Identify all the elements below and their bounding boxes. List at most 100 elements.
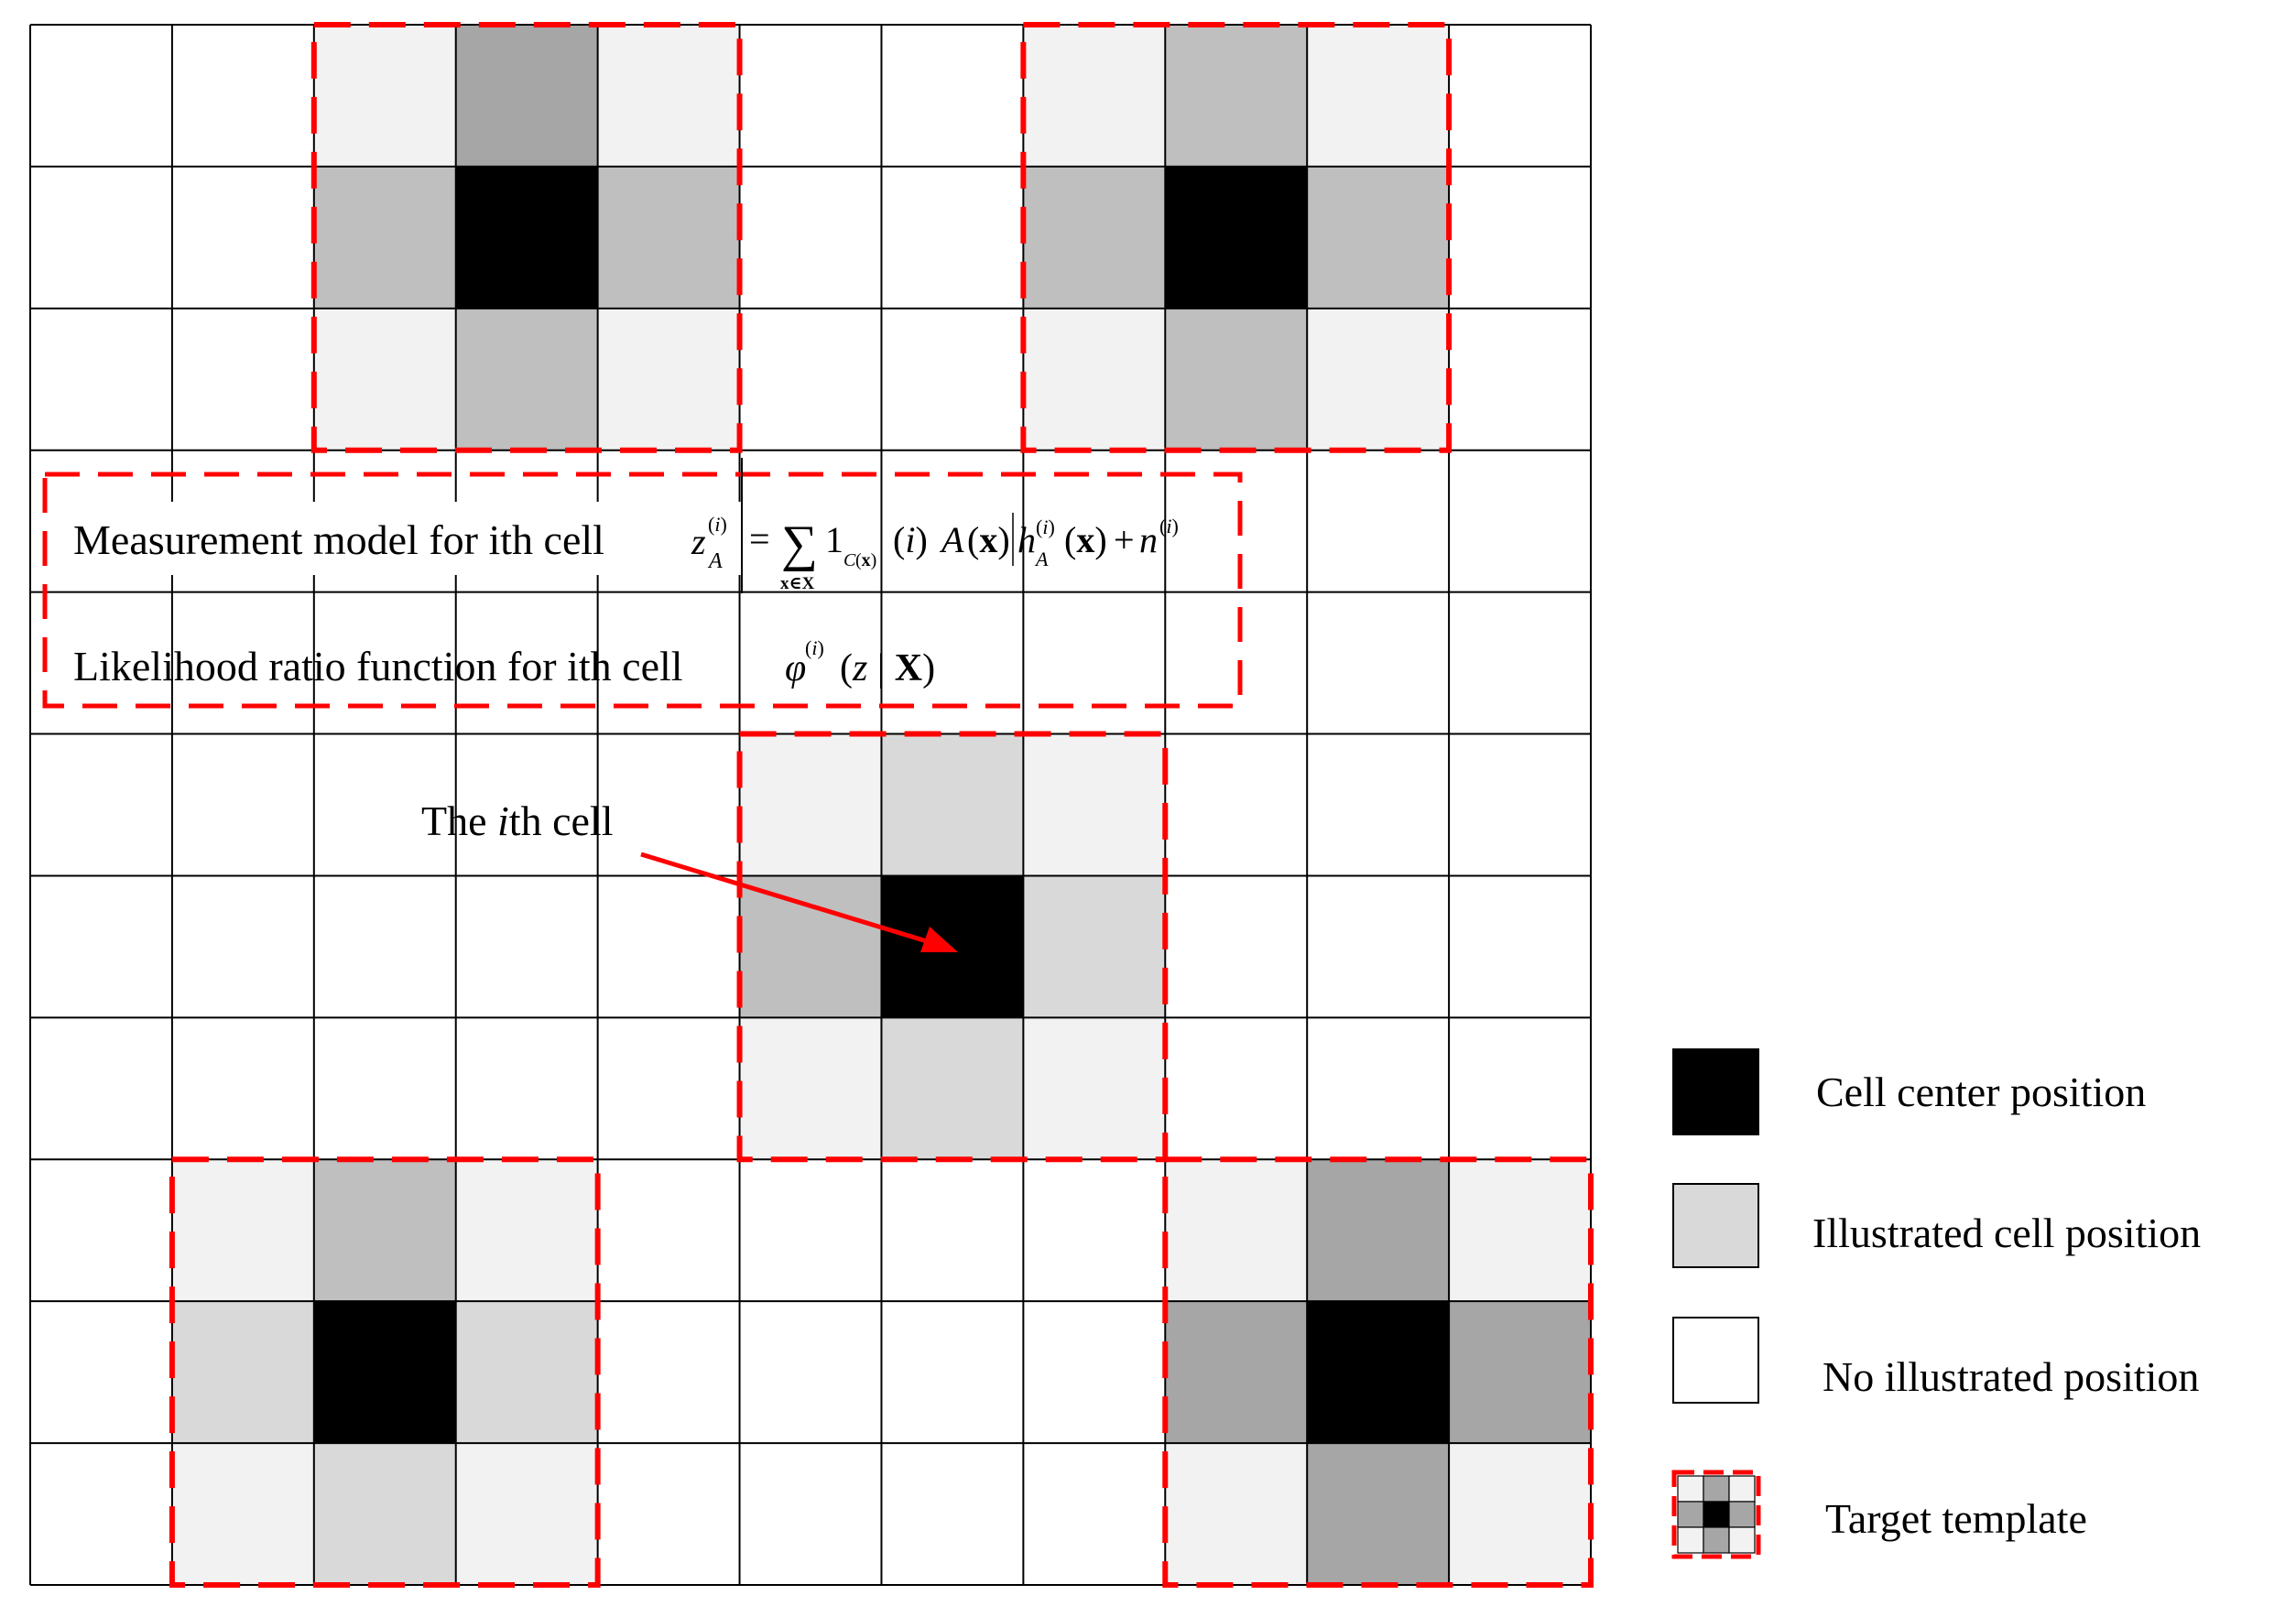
- grid-cell: [1165, 166, 1308, 309]
- model-box-border: [42, 472, 1243, 709]
- legend-template-cell: [1728, 1475, 1756, 1503]
- grid-cell: [313, 25, 456, 167]
- grid-cell: [739, 1017, 882, 1160]
- grid-cell: [1023, 166, 1166, 309]
- grid-cell: [1023, 1017, 1166, 1160]
- grid-cell: [881, 1017, 1024, 1160]
- svg-text:(i): (i): [1036, 515, 1055, 538]
- ith-cell-arrow-head: [920, 927, 958, 952]
- grid-cell: [597, 308, 740, 450]
- grid-cell: [1449, 1159, 1591, 1302]
- svg-text:x∈X: x∈X: [780, 574, 815, 593]
- grid-cell: [597, 166, 740, 309]
- svg-text:z: z: [691, 521, 706, 562]
- grid-cell: [313, 1159, 456, 1302]
- grid-cell: [1307, 1443, 1450, 1585]
- grid-cells: [171, 25, 1591, 1585]
- grid-cell: [1165, 308, 1308, 450]
- svg-text:(z | X): (z | X): [840, 647, 935, 689]
- legend-swatch-illustrated: [1672, 1183, 1759, 1268]
- grid-cell: [1307, 308, 1450, 450]
- svg-text:φ: φ: [785, 647, 806, 689]
- legend-swatch-template: [1671, 1470, 1761, 1559]
- legend-template-cell: [1703, 1526, 1730, 1554]
- grid-cell: [313, 166, 456, 309]
- ith-cell-arrow-shaft: [640, 852, 928, 944]
- grid-cell: [455, 1301, 598, 1444]
- grid-cell: [739, 733, 882, 876]
- legend-label-none: No illustrated position: [1823, 1353, 2199, 1400]
- grid-cell: [455, 1159, 598, 1302]
- grid-cell: [455, 166, 598, 309]
- svg-text:A: A: [707, 549, 723, 573]
- legend-label-template: Target template: [1825, 1495, 2087, 1542]
- grid-cell: [455, 1443, 598, 1585]
- svg-text:1: 1: [825, 519, 843, 560]
- grid-cell: [1165, 1159, 1308, 1302]
- svg-text:∑: ∑: [781, 515, 818, 572]
- grid-cell: [313, 1301, 456, 1444]
- grid-cell: [1165, 1443, 1308, 1585]
- svg-text:A: A: [939, 519, 964, 560]
- model-box: Measurement model for ith cell z A (i) =…: [42, 458, 1243, 709]
- svg-text:+: +: [1114, 519, 1135, 560]
- svg-text:(x): (x): [967, 519, 1010, 560]
- measurement-equation: z A (i) = ∑ x∈X 1 C (x) (i) A (x) h A (i…: [691, 458, 1179, 593]
- target-template-border: [736, 731, 1169, 1163]
- legend-template-cell: [1728, 1526, 1756, 1554]
- legend-template-cell: [1703, 1501, 1730, 1528]
- grid-cell: [1449, 1443, 1591, 1585]
- legend-template-cell: [1703, 1475, 1730, 1503]
- svg-text:=: =: [749, 518, 770, 559]
- legend-template-cell: [1677, 1526, 1704, 1554]
- svg-text:(x): (x): [1064, 519, 1107, 560]
- grid-cell: [597, 25, 740, 167]
- target-template-border: [169, 1156, 601, 1588]
- measurement-model-label: Measurement model for ith cell: [73, 516, 604, 563]
- svg-text:h: h: [1017, 519, 1036, 560]
- grid-cell: [455, 308, 598, 450]
- grid-cell: [1023, 25, 1166, 167]
- grid-cell: [1307, 166, 1450, 309]
- ith-cell-label: The ith cell: [421, 798, 613, 844]
- svg-text:(i): (i): [893, 519, 928, 560]
- legend: Cell center position Illustrated cell po…: [1671, 1048, 2201, 1559]
- target-template-border: [1020, 22, 1453, 453]
- grid-cell: [1023, 875, 1166, 1018]
- target-templates: [169, 22, 1594, 1588]
- grid-cell: [1165, 25, 1308, 167]
- legend-template-cell: [1728, 1501, 1756, 1528]
- likelihood-equation: φ (i) (z | X): [785, 636, 935, 689]
- target-template-border: [1162, 1156, 1594, 1588]
- legend-label-illustrated: Illustrated cell position: [1812, 1210, 2201, 1256]
- svg-text:(i): (i): [805, 636, 824, 659]
- grid-cell: [881, 733, 1024, 876]
- svg-text:n: n: [1139, 519, 1158, 560]
- legend-template-border: [1671, 1470, 1761, 1559]
- grid-cell: [171, 1301, 314, 1444]
- svg-text:A: A: [1034, 548, 1049, 570]
- svg-text:(i): (i): [1159, 515, 1179, 537]
- svg-text:(x): (x): [855, 550, 876, 570]
- grid-cell: [1307, 1301, 1450, 1444]
- svg-text:C: C: [843, 550, 856, 570]
- grid-cell: [455, 25, 598, 167]
- ith-cell-annotation: The ith cell: [421, 798, 958, 952]
- grid-cell: [881, 875, 1024, 1018]
- grid-cell: [1307, 1159, 1450, 1302]
- grid-cell: [313, 308, 456, 450]
- legend-swatch-center: [1672, 1048, 1759, 1135]
- grid-cell: [1023, 733, 1166, 876]
- target-template-border: [310, 22, 743, 453]
- legend-label-center: Cell center position: [1816, 1069, 2146, 1115]
- grid-cell: [171, 1443, 314, 1585]
- legend-swatch-none: [1672, 1317, 1759, 1404]
- grid-cell: [313, 1443, 456, 1585]
- label-bg: [64, 502, 751, 575]
- grid-cell: [1165, 1301, 1308, 1444]
- legend-template-cell: [1677, 1475, 1704, 1503]
- legend-template-cell: [1677, 1501, 1704, 1528]
- grid-cell: [1307, 25, 1450, 167]
- grid-cell: [1449, 1301, 1591, 1444]
